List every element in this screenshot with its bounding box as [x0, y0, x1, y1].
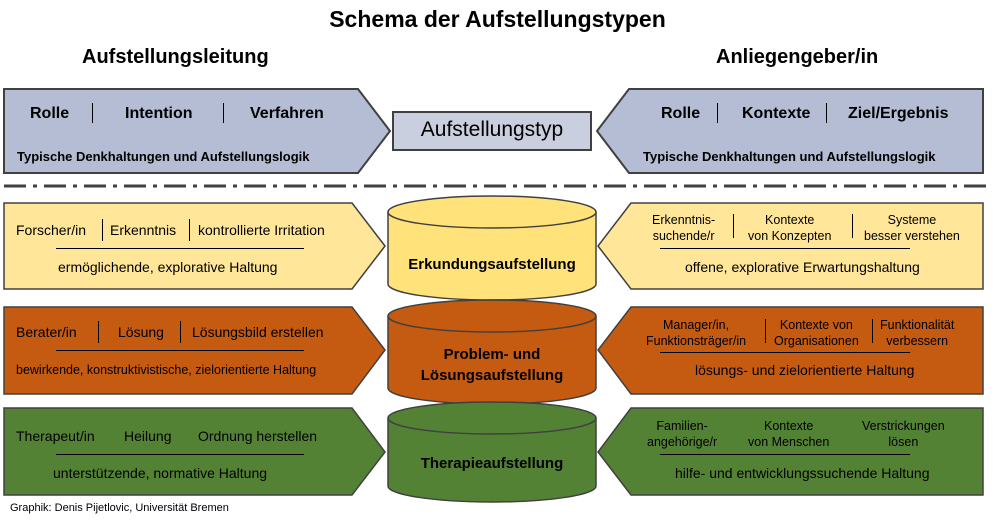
row1-type-label: Erkundungsaufstellung — [408, 256, 576, 273]
row3-left-arrow — [3, 407, 386, 496]
row2-right-haltung: lösungs- und zielorientierte Haltung — [695, 362, 915, 378]
row2-left-item-1: Berater/in — [16, 324, 77, 340]
row3-cylinder-top — [387, 401, 597, 435]
center-box-label: Aufstellungstyp — [420, 118, 564, 141]
header-left-item-3: Verfahren — [250, 105, 324, 122]
row2-right-divider — [660, 352, 910, 353]
header-right-separator — [826, 103, 827, 123]
header-left-separator — [223, 103, 224, 123]
header-right-item-3: Ziel/Ergebnis — [848, 105, 949, 122]
row2-left-divider — [56, 350, 304, 351]
row1-right-item-1: Erkenntnis-suchende/r — [652, 213, 716, 243]
row3-left-item-1: Therapeut/in — [16, 428, 95, 444]
row3-left-divider — [56, 454, 304, 455]
row2-left-separator — [98, 321, 99, 343]
row1-right-arrow — [597, 202, 984, 290]
row1-right-separator — [733, 214, 734, 238]
row1-right-divider — [660, 248, 910, 249]
header-right-item-1: Rolle — [661, 105, 701, 122]
row1-cylinder-top — [387, 195, 597, 229]
row3-cylinder-body — [387, 418, 597, 503]
row1-left-divider — [56, 248, 304, 249]
row3-left-item-3: Ordnung herstellen — [198, 428, 318, 444]
right-heading: Anliegengeber/in — [716, 46, 879, 68]
row3-left-item-2: Heilung — [124, 428, 172, 444]
row3-right-divider — [660, 454, 910, 455]
header-left-sub: Typische Denkhaltungen und Aufstellungsl… — [17, 149, 310, 164]
row1-left-haltung: ermöglichende, explorative Haltung — [58, 259, 278, 275]
header-right-item-2: Kontexte — [742, 105, 811, 122]
header-left-item-1: Rolle — [30, 105, 70, 122]
row2-left-haltung: bewirkende, konstruktivistische, zielori… — [16, 363, 317, 377]
header-left-item-2: Intention — [125, 105, 193, 122]
credit-text: Graphik: Denis Pijetlovic, Universität B… — [10, 502, 229, 514]
header-right-sub: Typische Denkhaltungen und Aufstellungsl… — [643, 149, 936, 164]
row1-left-item-3: kontrollierte Irritation — [198, 222, 325, 238]
row3-right-arrow — [597, 407, 984, 496]
row2-left-separator — [180, 321, 181, 343]
header-left-separator — [92, 103, 93, 123]
row2-left-item-2: Lösung — [118, 324, 164, 340]
row2-right-arrow — [597, 306, 984, 395]
row1-left-item-1: Forscher/in — [16, 222, 87, 238]
row2-right-item-1: Manager/in,Funktionsträger/in — [646, 318, 747, 348]
header-left-arrow — [3, 88, 392, 174]
row2-right-separator — [765, 319, 766, 343]
row3-right-item-1: Familien-angehörige/r — [647, 419, 718, 449]
row1-left-item-2: Erkenntnis — [110, 222, 177, 238]
center-box — [392, 111, 592, 151]
row2-left-item-3: Lösungsbild erstellen — [192, 324, 324, 340]
page-title: Schema der Aufstellungstypen — [329, 6, 666, 32]
header-right-arrow — [595, 88, 984, 174]
row1-left-separator — [189, 219, 190, 241]
header-right-separator — [717, 103, 718, 123]
row1-left-separator — [102, 219, 103, 241]
row3-type-label: Therapieaufstellung — [420, 455, 564, 472]
row1-left-arrow — [3, 202, 386, 290]
row3-left-haltung: unterstützende, normative Haltung — [53, 465, 268, 481]
left-heading: Aufstellungsleitung — [82, 46, 269, 68]
row1-right-haltung: offene, explorative Erwartungshaltung — [685, 259, 920, 275]
row1-right-separator — [852, 214, 853, 238]
row2-right-separator — [872, 319, 873, 343]
row2-cylinder-top — [387, 299, 597, 333]
row3-right-haltung: hilfe- und entwicklungssuchende Haltung — [675, 465, 930, 481]
